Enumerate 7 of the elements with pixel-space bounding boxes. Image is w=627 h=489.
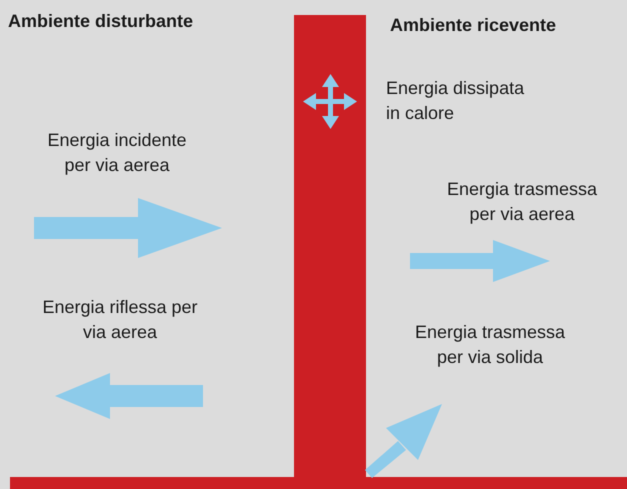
energy-label: Energia trasmessa per via solida xyxy=(414,321,566,369)
energy-label: Energia dissipata in calore xyxy=(386,77,526,125)
region-heading: Ambiente ricevente xyxy=(390,14,558,37)
energy-label: Energia incidente per via aerea xyxy=(46,129,188,177)
energy-label: Energia trasmessa per via aerea xyxy=(446,178,598,226)
region-heading: Ambiente disturbante xyxy=(8,10,194,33)
energy-label: Energia riflessa per via aerea xyxy=(41,296,199,344)
